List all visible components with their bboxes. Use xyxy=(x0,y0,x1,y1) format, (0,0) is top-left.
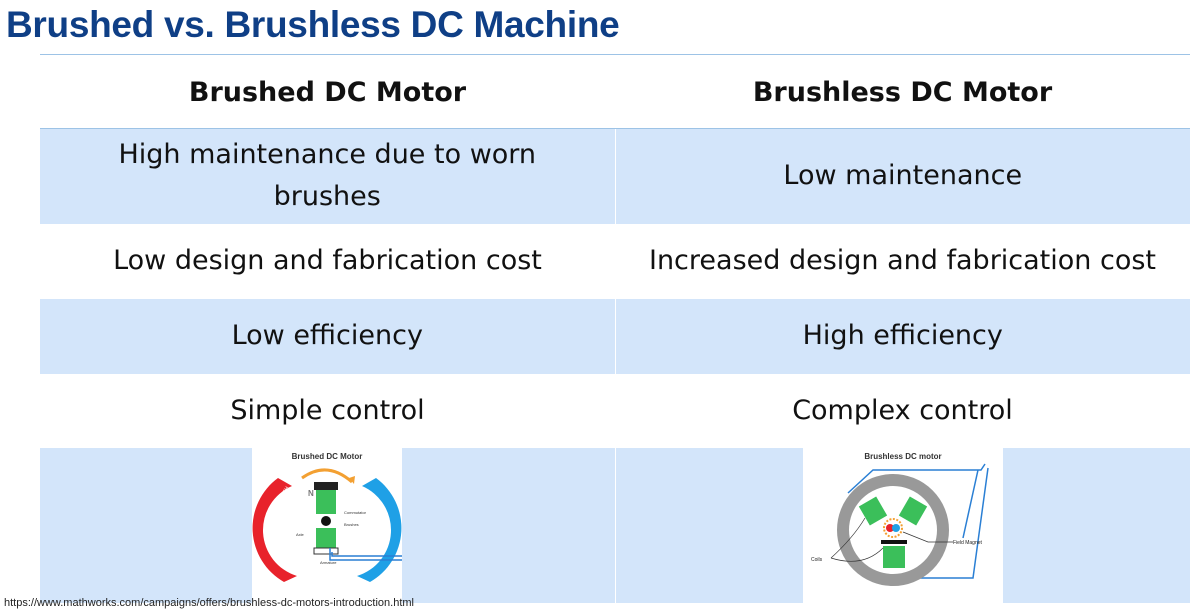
brushless-image-cell: Brushless DC motor Field Magnet Coils xyxy=(615,447,1190,603)
brushed-image-cell: Brushed DC Motor NORTH SOUTH N Commutato… xyxy=(40,447,616,603)
diagram-title: Brushed DC Motor xyxy=(292,452,363,461)
svg-text:Armature: Armature xyxy=(320,560,337,565)
brushed-motor-diagram: Brushed DC Motor NORTH SOUTH N Commutato… xyxy=(252,447,403,603)
table-row: Simple control Complex control xyxy=(40,374,1190,448)
cell-brushless: Increased design and fabrication cost xyxy=(648,245,1156,276)
comparison-table: Brushed DC Motor Brushless DC Motor High… xyxy=(40,58,1190,603)
svg-text:Brushes: Brushes xyxy=(344,522,359,527)
cell-brushed: High maintenance due to worn brushes xyxy=(40,128,616,224)
diagram-title: Brushless DC motor xyxy=(864,452,941,461)
header-row: Brushed DC Motor Brushless DC Motor xyxy=(40,58,1190,129)
table-row: Low design and fabrication cost Increase… xyxy=(40,224,1190,299)
cell-brushless: Low maintenance xyxy=(615,128,1190,224)
svg-text:Field Magnet: Field Magnet xyxy=(953,540,983,546)
cell-brushed: Simple control xyxy=(230,394,425,426)
svg-text:Coils: Coils xyxy=(811,557,823,563)
table-row: High maintenance due to worn brushes Low… xyxy=(40,128,1190,224)
svg-text:Commutator: Commutator xyxy=(344,510,367,515)
cell-brushed: Low design and fabrication cost xyxy=(113,245,542,276)
brushless-motor-diagram: Brushless DC motor Field Magnet Coils xyxy=(802,447,1003,603)
svg-text:N: N xyxy=(308,489,314,498)
page-title: Brushed vs. Brushless DC Machine xyxy=(6,4,620,45)
table-row: Low efficiency High efficiency xyxy=(40,298,1190,374)
cell-brushed: Low efficiency xyxy=(40,298,616,374)
svg-text:Axle: Axle xyxy=(296,532,305,537)
cell-brushless: Complex control xyxy=(792,394,1013,426)
source-url: https://www.mathworks.com/campaigns/offe… xyxy=(4,597,414,609)
header-brushed: Brushed DC Motor xyxy=(40,58,615,129)
image-row: Brushed DC Motor NORTH SOUTH N Commutato… xyxy=(40,447,1190,603)
title-divider xyxy=(40,54,1190,55)
cell-brushless: High efficiency xyxy=(615,298,1190,374)
header-brushless: Brushless DC Motor xyxy=(615,58,1190,129)
